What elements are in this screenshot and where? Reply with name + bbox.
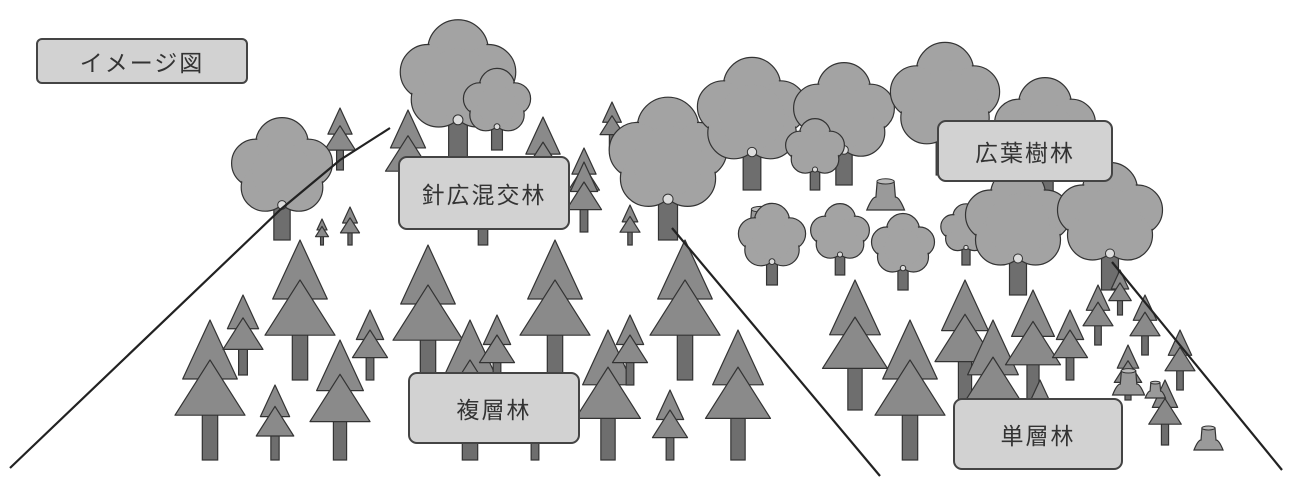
conifer-tree-icon <box>619 204 641 246</box>
conifer-tree-icon <box>1164 329 1196 391</box>
conifer-tree-icon <box>1129 294 1161 356</box>
conifer-tree-icon <box>1108 269 1132 316</box>
conifer-tree-icon <box>519 239 591 381</box>
broadleaf-tree-icon <box>870 212 936 291</box>
conifer-tree-icon <box>1082 284 1114 346</box>
left-mountain-right-slope <box>671 227 881 477</box>
right-mountain-right-slope <box>1111 261 1283 471</box>
label-single-layer-forest: 単層林 <box>953 398 1123 470</box>
broadleaf-tree-icon <box>784 117 846 191</box>
tree-stump-icon <box>865 178 906 211</box>
conifer-tree-icon <box>392 244 464 386</box>
conifer-tree-icon <box>339 206 361 246</box>
conifer-tree-icon <box>1051 309 1089 381</box>
tree-stump-icon <box>1144 380 1167 399</box>
broadleaf-tree-icon <box>964 166 1072 296</box>
label-mixed-forest: 針広混交林 <box>398 156 570 230</box>
conifer-tree-icon <box>1004 289 1062 401</box>
conifer-tree-icon <box>314 218 330 246</box>
label-multilayer-forest: 複層林 <box>408 372 580 444</box>
mountain-outlines <box>9 127 1283 477</box>
broadleaf-tree-icon <box>462 67 532 151</box>
conifer-tree-icon <box>874 319 946 461</box>
conifer-tree-icon <box>1148 379 1182 446</box>
conifer-tree-icon <box>174 319 246 461</box>
conifer-tree-icon <box>704 329 772 461</box>
conifer-tree-icon <box>478 314 516 386</box>
conifer-tree-icon <box>222 294 264 376</box>
conifer-tree-icon <box>264 239 336 381</box>
conifer-tree-icon <box>309 339 371 461</box>
conifer-tree-icon <box>649 239 721 381</box>
conifer-tree-icon <box>255 384 295 461</box>
conifer-tree-icon <box>351 309 389 381</box>
tree-stump-icon <box>1193 425 1224 451</box>
conifer-tree-icon <box>323 107 357 171</box>
broadleaf-tree-icon <box>809 203 871 276</box>
broadleaf-tree-icon <box>737 202 807 286</box>
conifer-tree-icon <box>574 329 642 461</box>
tree-stump-icon <box>1111 368 1146 396</box>
broadleaf-tree-icon <box>231 116 333 241</box>
broadleaf-tree-icon <box>696 56 808 191</box>
conifer-tree-icon <box>565 161 603 233</box>
conifer-tree-icon <box>611 314 649 386</box>
left-mountain-outline <box>9 127 391 469</box>
conifer-tree-icon <box>821 279 889 411</box>
broadleaf-tree-icon <box>1056 161 1164 291</box>
broadleaf-tree-icon <box>889 41 1001 176</box>
label-broadleaf-forest: 広葉樹林 <box>937 120 1113 182</box>
diagram-title: イメージ図 <box>36 38 248 84</box>
conifer-tree-icon <box>651 389 689 461</box>
